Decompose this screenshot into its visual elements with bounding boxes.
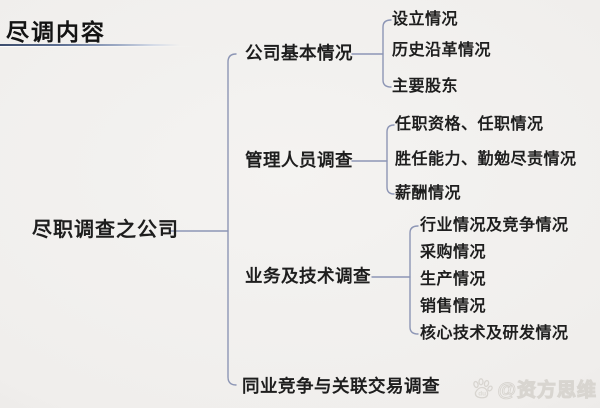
leaf-major-shareholders: 主要股东 [392,78,459,95]
branch-business-technology-survey: 业务及技术调查 [245,266,371,286]
title-underline-glow [0,46,200,47]
title-underline [0,44,180,46]
leaf-competence-diligence: 胜任能力、勤勉尽责情况 [395,151,577,168]
leaf-production-status: 生产情况 [420,271,487,288]
leaf-establishment-status: 设立情况 [392,11,459,28]
baidu-paw-icon: du [473,377,494,398]
baidu-paw-du-text: du [479,390,487,397]
root-node-due-diligence-company: 尽职调查之公司 [32,219,179,241]
leaf-compensation-status: 薪酬情况 [395,185,462,202]
page-title: 尽调内容 [6,20,106,45]
branch-horizontal-competition-related-transactions: 同业竞争与关联交易调查 [242,376,440,396]
watermark: du @资方思维 [470,375,597,402]
branch-company-basic-info: 公司基本情况 [245,43,353,63]
leaf-sales-status: 销售情况 [420,298,487,315]
leaf-qualification-tenure: 任职资格、任职情况 [395,116,544,133]
leaf-core-tech-rd: 核心技术及研发情况 [420,325,569,342]
leaf-historical-evolution: 历史沿革情况 [392,42,492,59]
leaf-industry-competition: 行业情况及竞争情况 [420,217,569,234]
leaf-procurement-status: 采购情况 [420,244,487,261]
watermark-text: @资方思维 [497,380,597,402]
branch-management-personnel-survey: 管理人员调查 [245,150,353,170]
